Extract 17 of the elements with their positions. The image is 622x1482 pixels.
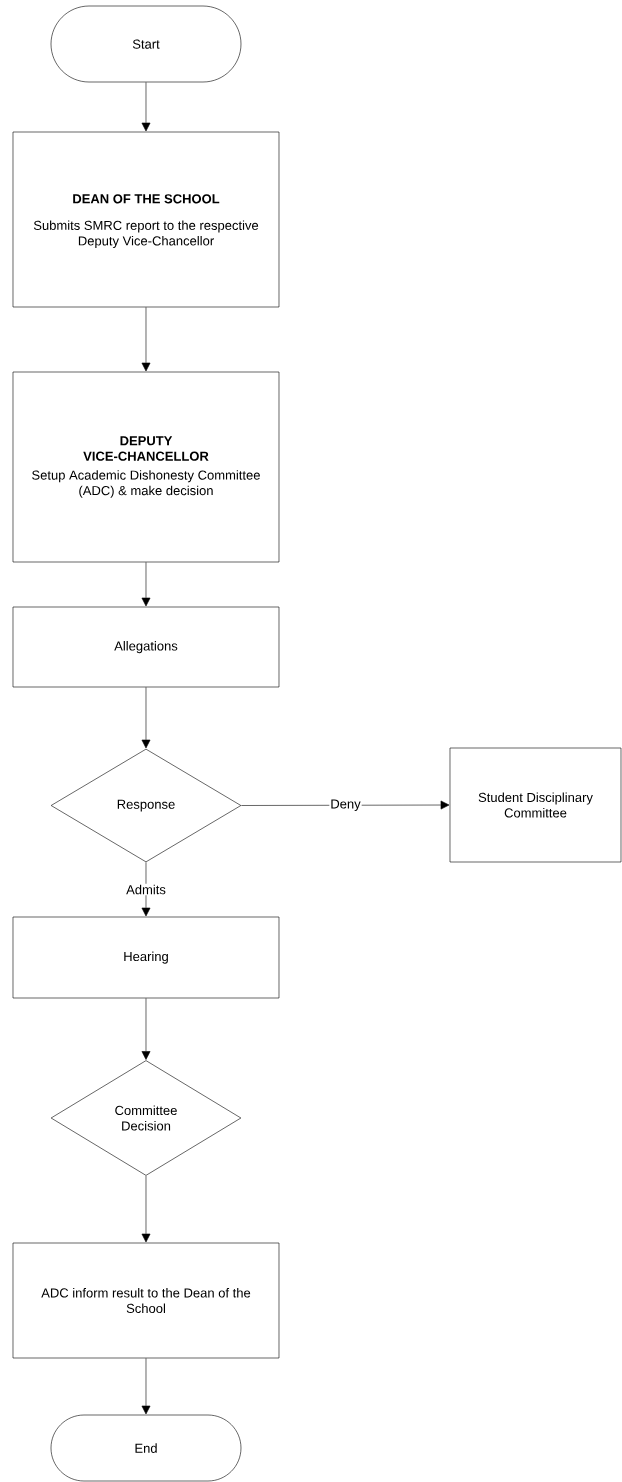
arrow bbox=[141, 998, 151, 1060]
process-box: ADC inform result to the Dean of the School bbox=[12, 1242, 280, 1359]
edge-label: Deny bbox=[329, 798, 362, 813]
process-box: Hearing bbox=[12, 916, 280, 999]
process-box: Allegations bbox=[12, 606, 280, 688]
arrow bbox=[141, 687, 151, 749]
arrow bbox=[141, 307, 151, 372]
process-box: DEAN OF THE SCHOOL Submits SMRC report to the respective Deputy Vice-Chancellor bbox=[12, 131, 280, 308]
process-box: DEPUTY VICE-CHANCELLOR Setup Academic Dishonesty Committee (ADC) & make decision bbox=[12, 371, 280, 563]
edge-label: Admits bbox=[125, 883, 167, 896]
process-box: Student Disciplinary Committee bbox=[449, 747, 622, 863]
arrow bbox=[141, 1175, 151, 1243]
arrow bbox=[141, 862, 151, 917]
arrow bbox=[141, 82, 151, 132]
arrow bbox=[141, 1358, 151, 1415]
arrow bbox=[241, 800, 450, 810]
arrow bbox=[141, 562, 151, 607]
